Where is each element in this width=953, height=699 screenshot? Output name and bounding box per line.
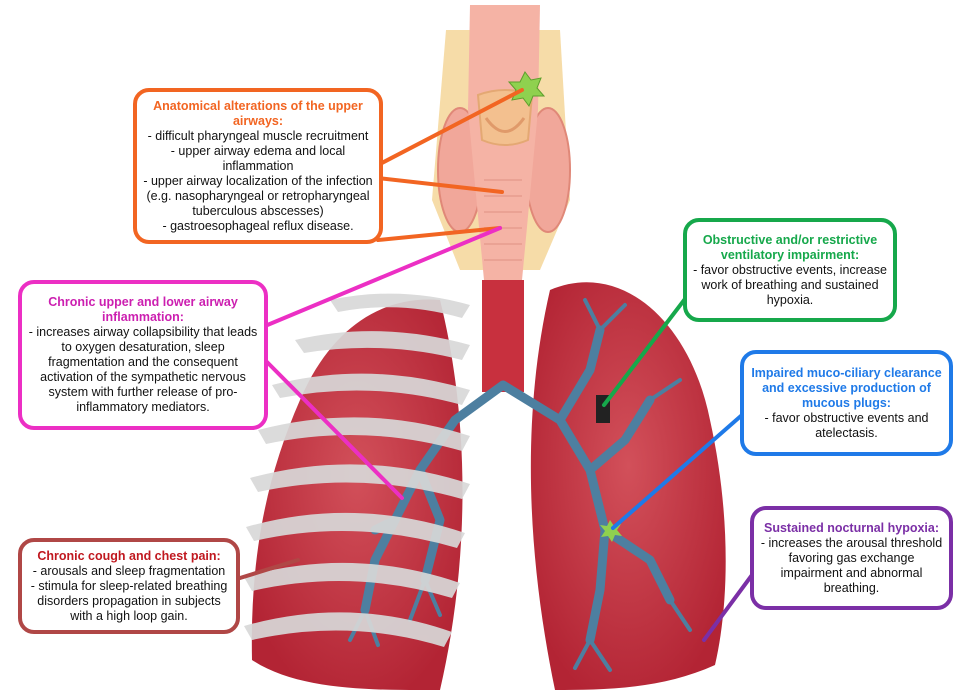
callout-mucociliary-title: Impaired muco-ciliary clearance and exce… [750, 366, 943, 411]
callout-cough-line: - arousals and sleep fragmentation [28, 564, 230, 579]
callout-cough-title: Chronic cough and chest pain: [28, 549, 230, 564]
callout-obstructive-line: - favor obstructive events, increase wor… [693, 263, 887, 308]
callout-upper-airways-line: - gastroesophageal reflux disease. [143, 219, 373, 234]
left-lung [531, 282, 726, 690]
upper-airway-anatomy [432, 5, 570, 280]
callout-chronic-airway-inflammation: Chronic upper and lower airway inflammat… [18, 280, 268, 430]
callout-obstructive-impairment: Obstructive and/or restrictive ventilato… [683, 218, 897, 322]
callout-upper-airways-title: Anatomical alterations of the upper airw… [143, 99, 373, 129]
trachea [482, 280, 524, 392]
callout-nocturnal-hypoxia: Sustained nocturnal hypoxia: - increases… [750, 506, 953, 610]
callout-hypoxia-title: Sustained nocturnal hypoxia: [760, 521, 943, 536]
callout-mucociliary-clearance: Impaired muco-ciliary clearance and exce… [740, 350, 953, 456]
callout-cough-line: - stimula for sleep-related breathing di… [28, 579, 230, 624]
callout-chronic-inflammation-line: - increases airway collapsibility that l… [28, 325, 258, 415]
callout-upper-airway-alterations: Anatomical alterations of the upper airw… [133, 88, 383, 244]
callout-upper-airways-line: - difficult pharyngeal muscle recruitmen… [143, 129, 373, 144]
callout-upper-airways-line: - upper airway localization of the infec… [143, 174, 373, 219]
callout-obstructive-title: Obstructive and/or restrictive ventilato… [693, 233, 887, 263]
callout-upper-airways-line: - upper airway edema and local inflammat… [143, 144, 373, 174]
callout-hypoxia-line: - increases the arousal threshold favori… [760, 536, 943, 596]
callout-mucociliary-line: - favor obstructive events and atelectas… [750, 411, 943, 441]
callout-chronic-cough: Chronic cough and chest pain: - arousals… [18, 538, 240, 634]
callout-chronic-inflammation-title: Chronic upper and lower airway inflammat… [28, 295, 258, 325]
